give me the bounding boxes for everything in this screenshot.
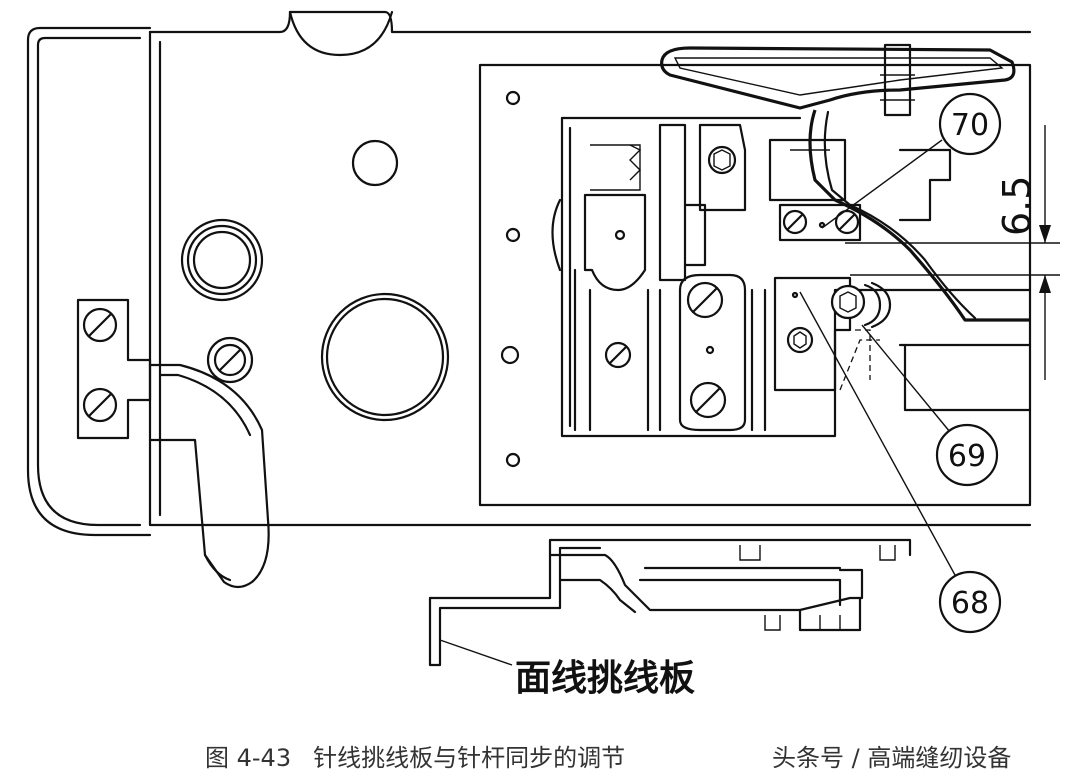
dimension-6-5: 6.5 [845, 125, 1060, 380]
thread-path [808, 109, 1030, 322]
cam-block [551, 193, 662, 432]
take-up-frame [660, 43, 1016, 117]
callout-69-label: 69 [948, 439, 986, 474]
upper-mechanism [768, 138, 952, 242]
left-end-cap [26, 26, 152, 537]
housing-holes [180, 139, 450, 422]
callout-70: 70 [938, 92, 1002, 156]
source-watermark: 头条号 / 高端缝纫设备 [772, 744, 1012, 772]
callout-70-label: 70 [951, 108, 989, 143]
callout-69: 69 [935, 423, 999, 487]
figure-title: 针线挑线板与针杆同步的调节 [313, 744, 626, 772]
figure-caption: 图 4-43 针线挑线板与针杆同步的调节 [205, 738, 647, 773]
figure-number: 图 4-43 [205, 744, 292, 772]
callout-68-label: 68 [951, 586, 989, 621]
vertical-lever [658, 123, 747, 282]
needle-bar-clamp [773, 276, 1032, 412]
hook-lever [148, 363, 270, 589]
leader-lines [439, 139, 956, 666]
dimension-value: 6.5 [995, 176, 1039, 236]
bottom-take-up-plate [428, 538, 912, 667]
mechanism-window [560, 116, 1032, 438]
inner-plate [478, 63, 1032, 507]
housing-outline [148, 10, 1032, 527]
central-link [678, 273, 767, 432]
callout-68: 68 [938, 570, 1002, 634]
left-bracket [76, 298, 254, 440]
part-label-upper-thread-take-up-plate: 面线挑线板 [515, 658, 695, 699]
